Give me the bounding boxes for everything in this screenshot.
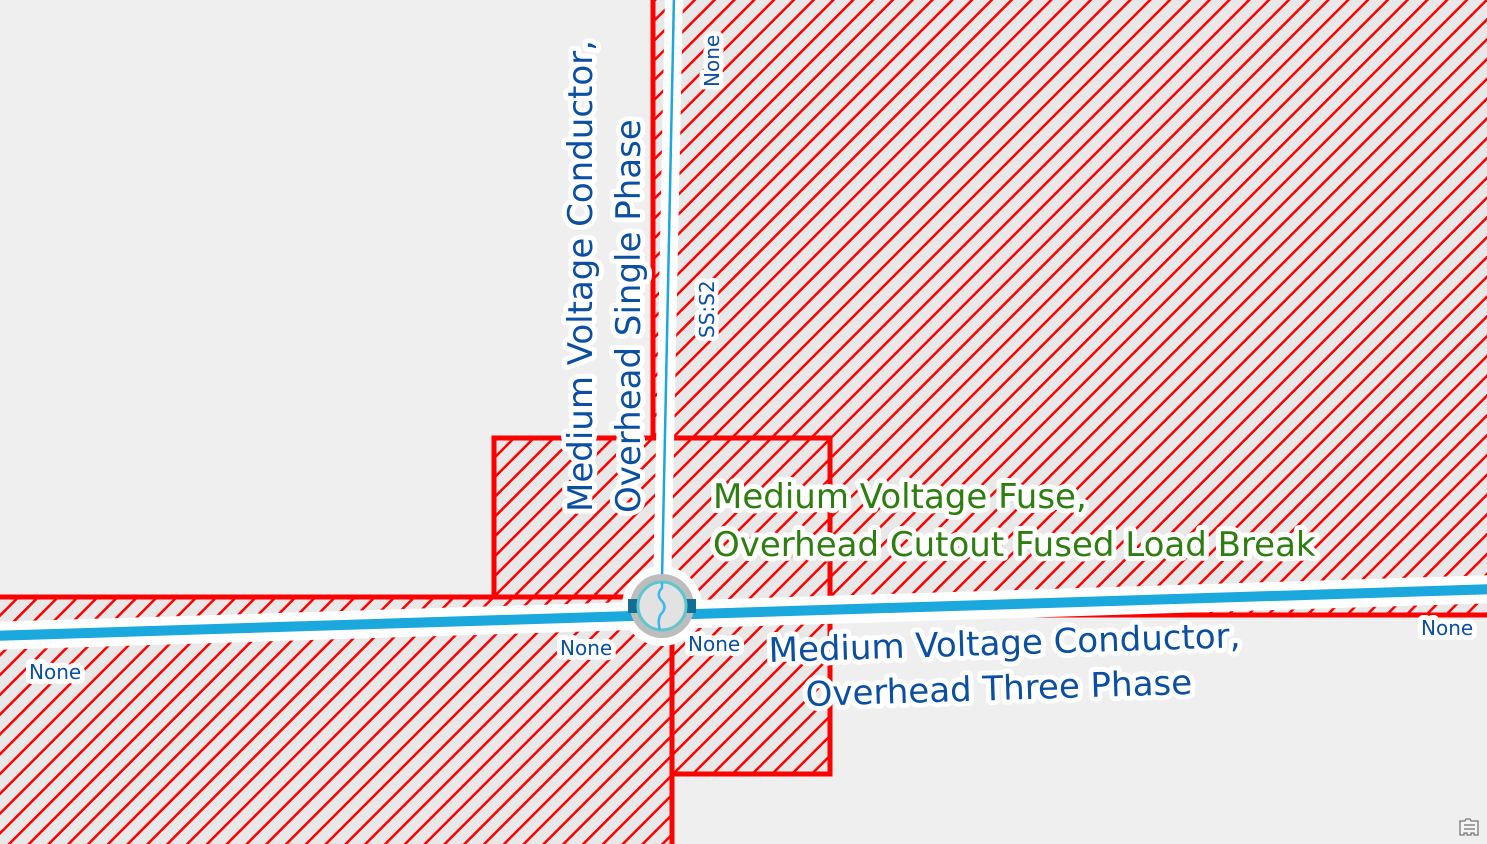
legend-icon xyxy=(1459,818,1479,836)
none-label-left: None xyxy=(29,660,81,684)
none-label-right: None xyxy=(1421,616,1473,640)
fuse-label-line2: Overhead Cutout Fused Load Break xyxy=(713,525,1316,565)
three-phase-conductor-line[interactable] xyxy=(0,584,1487,641)
fuse-label-line1: Medium Voltage Fuse, xyxy=(713,477,1087,517)
none-label-top: None xyxy=(700,35,724,87)
three-phase-label-line2: Overhead Three Phase xyxy=(805,663,1193,715)
none-label-center-right: None xyxy=(688,632,740,656)
single-phase-label-line1: Medium Voltage Conductor, xyxy=(561,40,601,512)
legend-button[interactable] xyxy=(1457,816,1481,838)
phase-code-label: SS:S2 xyxy=(695,280,719,338)
single-phase-conductor-line[interactable] xyxy=(660,0,676,581)
single-phase-label-line2: Overhead Single Phase xyxy=(609,119,649,513)
parcel-polygon-southwest[interactable] xyxy=(0,594,675,844)
none-label-center-left: None xyxy=(560,636,612,660)
fuse-symbol-icon[interactable] xyxy=(628,574,696,638)
